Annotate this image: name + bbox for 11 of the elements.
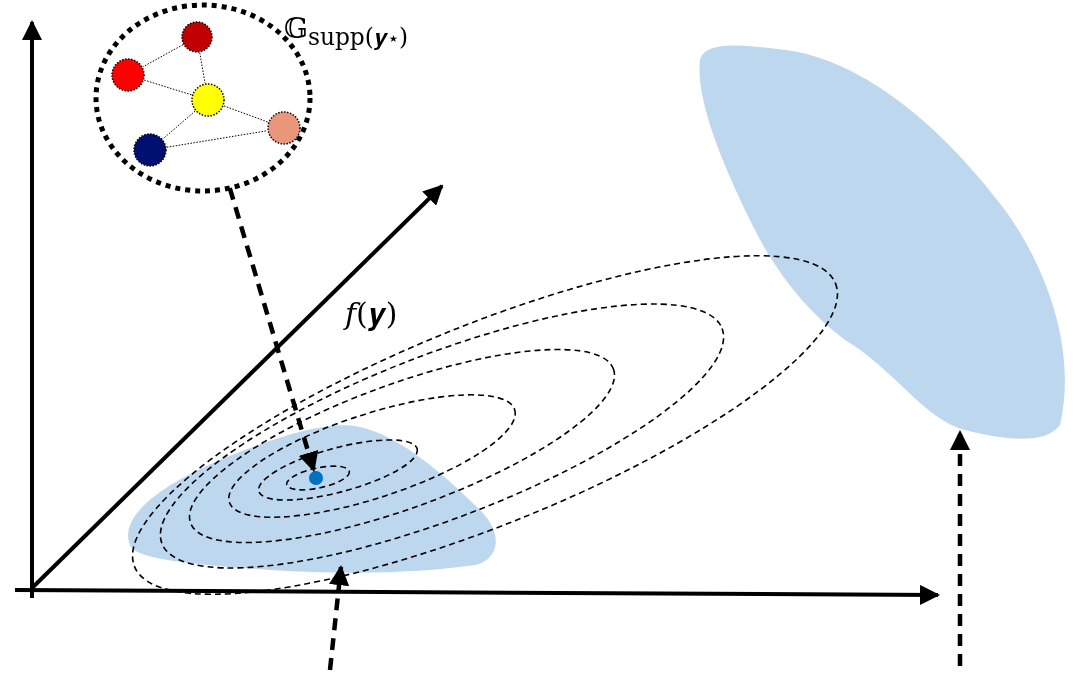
function-label: f(𝒚) [345, 296, 398, 332]
graph-edge [143, 79, 193, 96]
graph-edge [166, 130, 268, 148]
arrow [327, 565, 350, 671]
arrow [949, 430, 971, 666]
graph-label: 𝔾$_{supp(𝒚⋆)}$ [284, 12, 408, 51]
arrow [227, 187, 319, 473]
graph-edge [199, 52, 206, 84]
graph-edge [223, 105, 269, 123]
graph-edge [162, 110, 196, 140]
graph-edge [142, 44, 184, 68]
